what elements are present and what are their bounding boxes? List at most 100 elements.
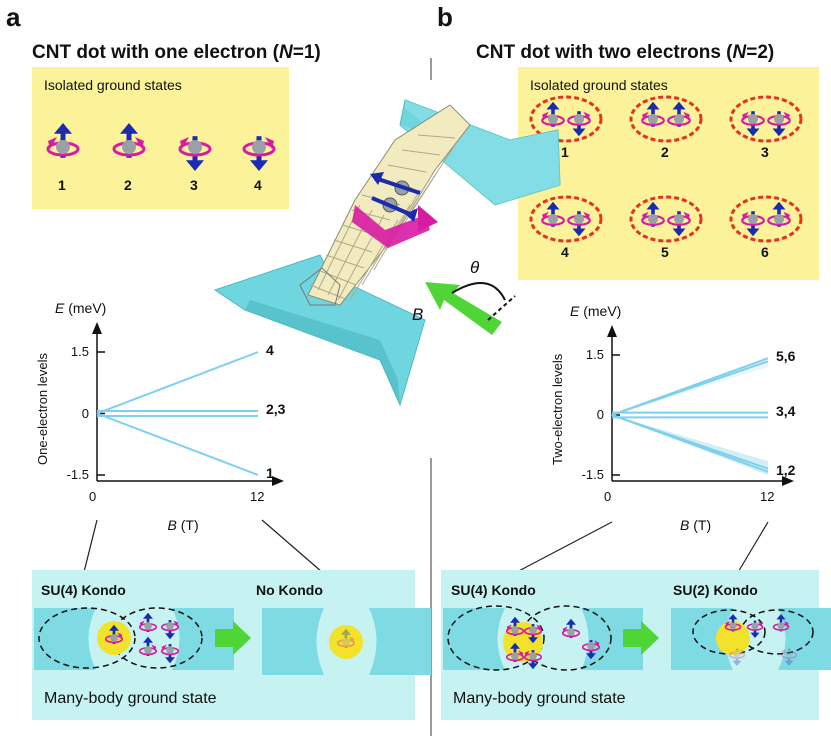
spin-orbit-icon (104, 624, 124, 644)
orbit-ring-icon (352, 205, 438, 248)
b-field-arrow-icon (425, 282, 502, 335)
y-tick-label: 1.5 (585, 347, 604, 362)
level-label: 1 (266, 465, 274, 481)
y-axis-arrow (607, 325, 617, 337)
y-axis-unit: E (meV) (570, 303, 622, 319)
lead-electrode (172, 608, 234, 670)
state-number: 3 (761, 144, 769, 160)
kondo-graphic-a (34, 607, 431, 675)
spin-orbit-icon (767, 201, 791, 227)
spin-orbit-icon (112, 123, 146, 158)
state-number: 4 (254, 177, 262, 193)
states-box-a: Isolated ground states (32, 67, 289, 209)
state-number: 1 (58, 177, 66, 193)
spin-orbit-icon (138, 612, 158, 632)
spin-orbit-icon (160, 644, 180, 664)
spin-orbit-icon (567, 211, 591, 237)
level-label: 3,4 (776, 402, 796, 419)
kondo-cloud (38, 607, 136, 669)
level-line (96, 351, 259, 415)
kondo-left-label-b: SU(4) Kondo (451, 582, 536, 598)
level-label: 4 (266, 342, 274, 358)
y-tick-label: 1.5 (70, 344, 89, 359)
spin-orbit-icon (667, 101, 691, 127)
x-tick-label: 0 (89, 489, 97, 504)
spin-orbit-icon (160, 620, 180, 640)
transition-arrow-icon (623, 621, 659, 655)
spin-orbit-icon (741, 111, 765, 137)
b-field-label: B (412, 305, 424, 324)
y-tick-label: 0 (596, 407, 604, 422)
spin-orbit-icon (505, 616, 525, 636)
quantum-dot (329, 625, 363, 659)
x-tick-label: 0 (604, 489, 612, 504)
many-body-label-b: Many-body ground state (453, 690, 626, 707)
y-tick-label: -1.5 (581, 467, 604, 482)
electron-pair-icon (729, 195, 803, 243)
x-axis-title: B (T) (680, 517, 712, 533)
panel-letter-b: b (437, 2, 453, 32)
x-axis-arrow (782, 476, 794, 486)
electron-pair-icon (729, 95, 803, 143)
spin-orbit-icon (641, 101, 665, 127)
state-number: 1 (561, 144, 569, 160)
lead-electrode (262, 608, 324, 675)
spin-orbit-icon (178, 136, 212, 171)
states-graphic-a (46, 123, 276, 171)
spin-orbit-icon (567, 111, 591, 137)
faded-spin-icon (780, 648, 798, 666)
spin-orbit-icon (561, 618, 581, 638)
kondo-cloud (111, 607, 203, 669)
kondo-cloud (692, 609, 766, 655)
state-number: 3 (190, 177, 198, 193)
states-graphic-b (529, 95, 803, 243)
level-label: 2,3 (266, 401, 286, 418)
transition-arrow-icon (215, 621, 251, 655)
theta-label: θ (470, 258, 480, 277)
x-tick-label: 12 (250, 489, 265, 504)
spin-orbit-icon (724, 614, 742, 632)
spin-orbit-icon (667, 211, 691, 237)
state-number: 4 (561, 244, 569, 260)
spin-orbit-icon (772, 614, 790, 632)
y-axis-unit: E (meV) (55, 300, 107, 316)
many-body-label-a: Many-body ground state (44, 690, 217, 707)
divider-bottom (430, 458, 432, 736)
faded-spin-icon (728, 648, 746, 666)
y-tick-label: -1.5 (66, 467, 89, 482)
x-tick-label: 12 (760, 489, 775, 504)
spin-orbit-icon (541, 201, 565, 227)
lead-electrode (34, 608, 96, 670)
state-number: 6 (761, 244, 769, 260)
electron-pair-icon (529, 95, 603, 143)
x-axis-arrow (272, 476, 284, 486)
spin-orbit-icon (641, 201, 665, 227)
many-body-box-b: SU(4) Kondo SU(2) Kondo Many-body ground… (441, 570, 831, 720)
lead-electrode (369, 608, 431, 675)
spin-orbit-icon (541, 101, 565, 127)
spin-orbit-icon (746, 620, 764, 638)
spin-orbit-icon (505, 642, 525, 662)
level-label: 5,6 (776, 348, 796, 365)
level-line (611, 360, 769, 416)
states-title-b: Isolated ground states (530, 77, 668, 93)
divider-top (430, 58, 432, 80)
state-number: 2 (124, 177, 132, 193)
spin-orbit-icon (242, 136, 276, 171)
spin-orbit-icon (46, 123, 80, 158)
faded-spin-icon (336, 628, 356, 648)
electron-spins-icon (370, 172, 421, 222)
kondo-cloud (447, 605, 545, 671)
kondo-right-label-b: SU(2) Kondo (673, 582, 758, 598)
level-line (611, 414, 769, 470)
level-label: 1,2 (776, 461, 796, 478)
panel-a-title: CNT dot with one electron (N=1) (32, 42, 321, 63)
lead-electrode (671, 608, 733, 670)
kondo-right-label-a: No Kondo (256, 582, 323, 598)
quantum-dot (716, 621, 750, 655)
state-number: 2 (661, 144, 669, 160)
spin-orbit-icon (741, 211, 765, 237)
